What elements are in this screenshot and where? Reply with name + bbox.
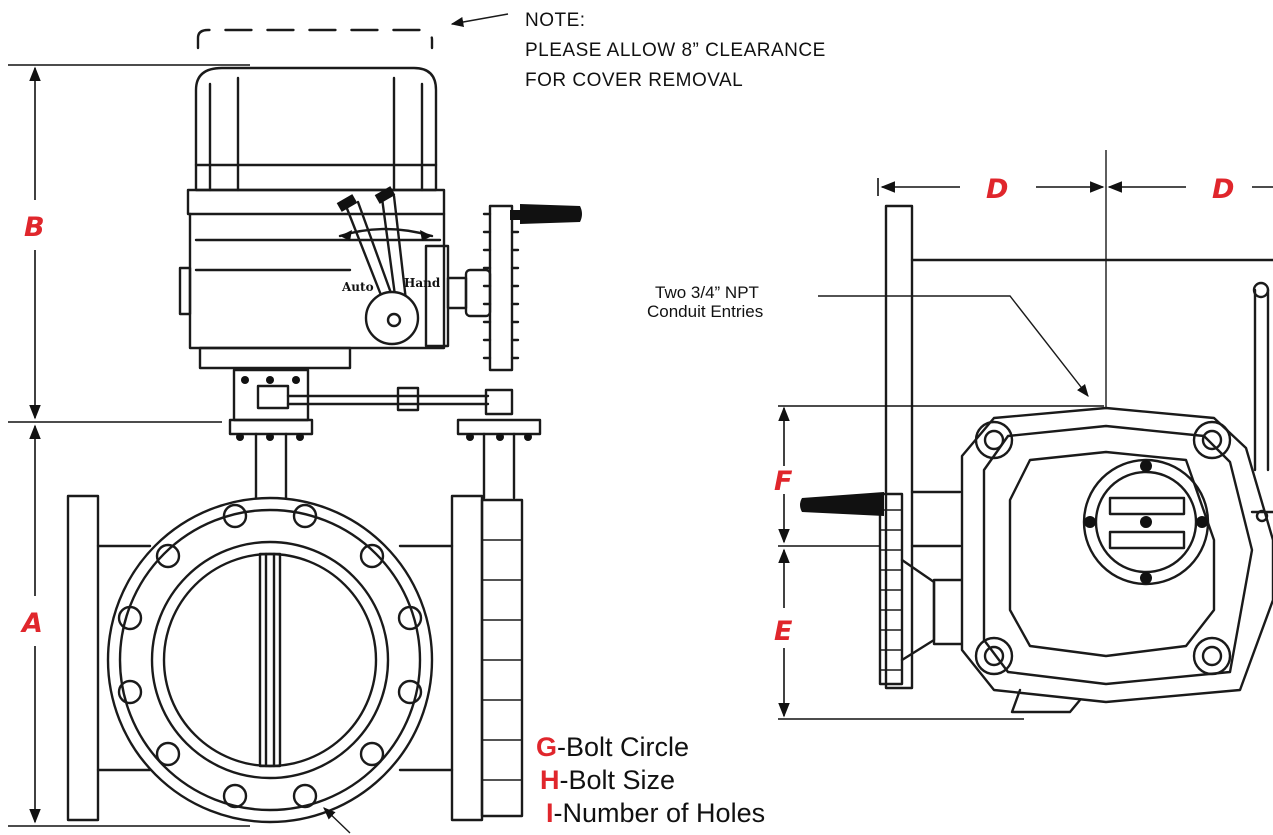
legend-letter-g: G	[536, 732, 557, 762]
dim-label-b: B	[24, 212, 45, 243]
bolt-circle-leader	[323, 807, 351, 834]
front-view: Auto Hand	[8, 13, 582, 834]
note-title: NOTE:	[525, 10, 586, 31]
mounting-bracket	[228, 368, 542, 514]
hand-label: Hand	[404, 276, 441, 290]
actuator-side-body	[884, 204, 1273, 690]
legend: G-Bolt Circle H-Bolt Size I-Number of Ho…	[536, 732, 765, 828]
legend-text-h: -Bolt Size	[560, 765, 676, 795]
cover-clearance-outline	[196, 28, 434, 50]
conduit-label-line2: Conduit Entries	[647, 302, 763, 321]
legend-item-bolt-circle: G-Bolt Circle	[536, 732, 689, 762]
dimension-e	[778, 548, 1024, 720]
legend-text-i: -Number of Holes	[554, 798, 766, 828]
conduit-leader	[818, 295, 1089, 397]
legend-letter-i: I	[546, 798, 554, 828]
dimension-d	[877, 178, 1273, 196]
dim-label-d-left: D	[986, 174, 1008, 205]
legend-text-g: -Bolt Circle	[557, 732, 689, 762]
dim-label-a: A	[20, 608, 43, 639]
handwheel	[446, 204, 582, 372]
side-view	[778, 150, 1273, 720]
auto-label: Auto	[341, 280, 374, 294]
conduit-label-line1: Two 3/4” NPT	[655, 283, 759, 302]
dim-label-d-right: D	[1212, 174, 1234, 205]
dim-label-e: E	[774, 616, 793, 647]
dimension-a	[8, 424, 250, 827]
mode-lever: Auto Hand	[336, 186, 441, 346]
note-line-cover: FOR COVER REMOVAL	[525, 70, 743, 91]
legend-letter-h: H	[540, 765, 560, 795]
dimension-f	[778, 405, 1104, 547]
legend-item-number-of-holes: I-Number of Holes	[546, 798, 765, 828]
dim-label-f: F	[774, 466, 793, 497]
legend-item-bolt-size: H-Bolt Size	[540, 765, 675, 795]
actuator-top-housing	[960, 406, 1273, 714]
actuator-cover	[194, 66, 438, 192]
note-leader	[450, 13, 509, 27]
handwheel-side	[800, 492, 966, 686]
note-line-clearance: PLEASE ALLOW 8” CLEARANCE	[525, 40, 826, 61]
pipe-flanges	[66, 494, 524, 822]
bolt-holes	[117, 503, 423, 809]
valve-body	[106, 496, 434, 824]
dimension-b	[8, 64, 250, 423]
